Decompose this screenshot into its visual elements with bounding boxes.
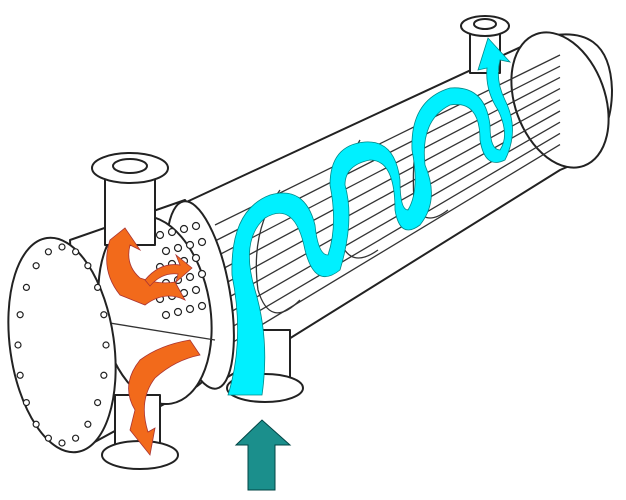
- bolt-hole: [14, 341, 22, 349]
- bolt-hole: [32, 262, 40, 270]
- end-cover-flange: [7, 236, 117, 454]
- bolt-hole: [100, 371, 108, 379]
- tube-outlet-nozzle: [101, 394, 179, 470]
- tube-hole: [179, 224, 189, 234]
- bolt-hole: [84, 420, 92, 428]
- bolt-hole: [22, 283, 31, 291]
- tube-hole: [191, 285, 201, 295]
- bolt-hole: [22, 399, 31, 407]
- tube-hole: [197, 237, 207, 247]
- bolt-hole: [100, 311, 108, 319]
- tube-hole: [161, 246, 171, 256]
- tube-hole: [191, 253, 201, 263]
- tube-hole: [155, 230, 165, 240]
- tube-hole: [191, 221, 201, 231]
- tube-hole: [161, 310, 171, 320]
- tube-hole: [173, 243, 183, 253]
- bolt-hole: [93, 399, 102, 407]
- bolt-hole: [16, 371, 24, 379]
- bolt-hole: [71, 434, 80, 442]
- bolt-hole: [71, 248, 80, 256]
- tube-hole: [197, 301, 207, 311]
- shell-side-flow-arrow: [227, 37, 513, 396]
- bolt-hole: [58, 243, 66, 251]
- bolt-hole: [44, 248, 53, 256]
- shell-outlet-nozzle: [460, 15, 510, 74]
- bolt-hole: [102, 341, 110, 349]
- tube-hole: [173, 307, 183, 317]
- tube-hole: [167, 227, 177, 237]
- tube-hole: [185, 272, 195, 282]
- bolt-hole: [16, 311, 24, 319]
- bolt-hole: [84, 262, 92, 270]
- tube: [214, 144, 561, 354]
- tube: [214, 99, 561, 290]
- bolt-hole: [44, 434, 53, 442]
- tube-hole: [185, 240, 195, 250]
- bolt-hole: [93, 283, 102, 291]
- bolt-hole: [32, 420, 40, 428]
- tube-side-flow-arrows: [106, 227, 201, 456]
- tube-hole: [185, 304, 195, 314]
- tube: [214, 110, 561, 306]
- shell-inlet-arrow: [234, 419, 292, 491]
- tube-hole: [197, 269, 207, 279]
- tube-inlet-nozzle: [91, 152, 169, 246]
- bolt-hole: [58, 439, 66, 447]
- tube: [214, 132, 561, 338]
